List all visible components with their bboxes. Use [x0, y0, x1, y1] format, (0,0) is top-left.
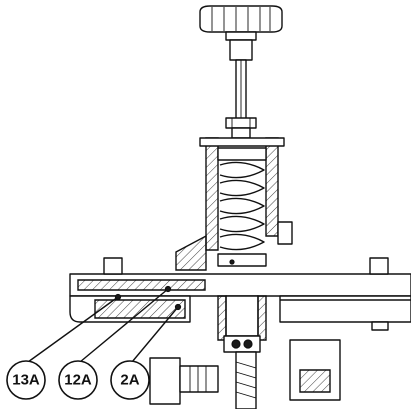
- leader-lines: [27, 285, 182, 363]
- callout-2a: 2A: [110, 360, 150, 400]
- callout-12a-label: 12A: [64, 372, 92, 389]
- adjusting-stem: [235, 59, 247, 121]
- adjusting-spring: [217, 147, 267, 267]
- callout-12a: 12A: [58, 360, 98, 400]
- regulator-body: [69, 257, 411, 331]
- bonnet-housing: [175, 137, 293, 271]
- handwheel-knob: [199, 5, 283, 61]
- lock-nut: [225, 117, 257, 139]
- valve-plug: [217, 295, 267, 353]
- callout-2a-label: 2A: [120, 372, 139, 389]
- callout-13a: 13A: [6, 360, 46, 400]
- callout-13a-label: 13A: [12, 372, 40, 389]
- outlet-fitting: [149, 339, 341, 409]
